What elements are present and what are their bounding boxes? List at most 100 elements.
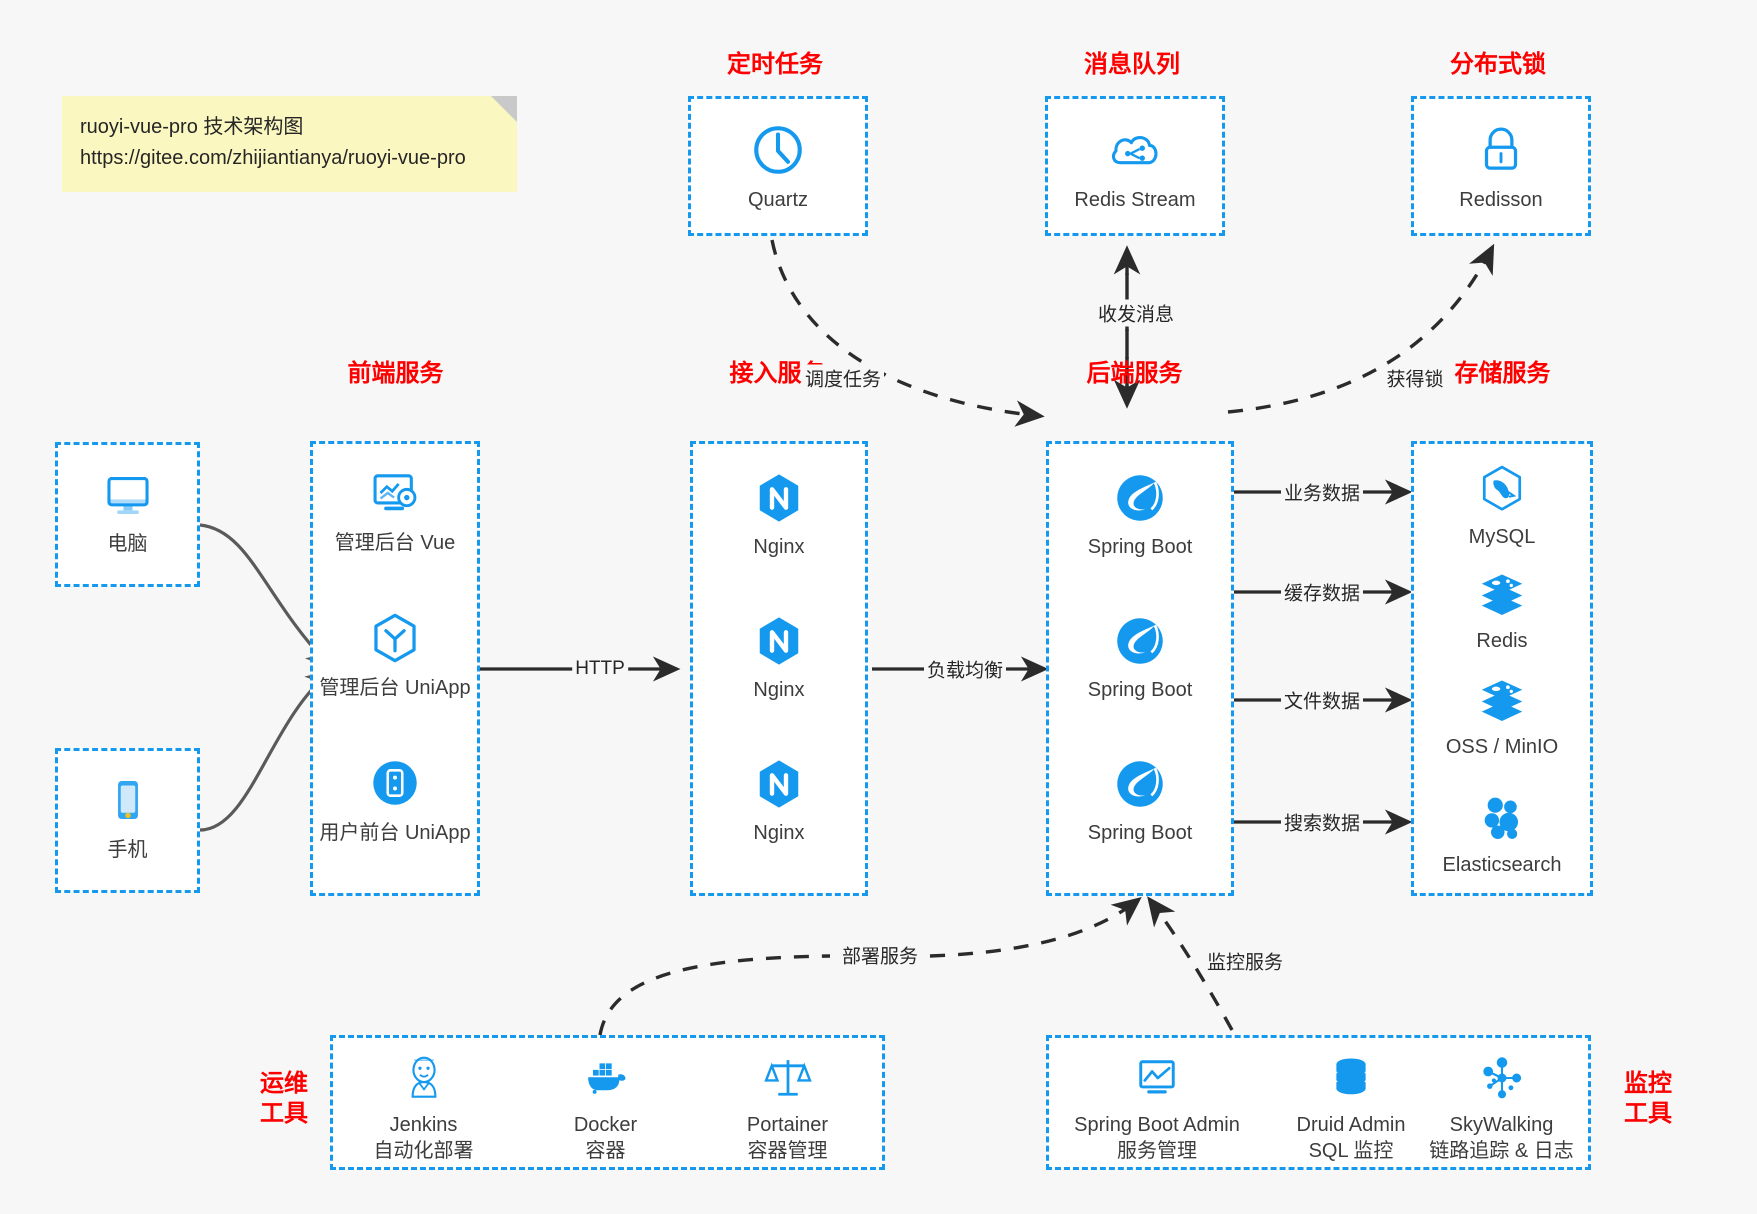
network-nodes-icon — [1482, 1057, 1521, 1099]
node-label-skywalking: SkyWalking — [1449, 1114, 1554, 1136]
node-label-docker: Docker — [573, 1114, 638, 1136]
uniapp-icon — [374, 613, 416, 663]
nginx-icon — [759, 760, 799, 808]
edge-label-schedule-task: 调度任务 — [801, 364, 885, 392]
node-phone[interactable]: 手机 — [58, 771, 197, 863]
node-spring-boot-2[interactable]: Spring Boot — [1049, 613, 1231, 703]
group-title-devops: 运维 工具 — [244, 1069, 324, 1129]
group-title-frontend: 前端服务 — [347, 360, 444, 387]
jenkins-icon — [411, 1056, 436, 1098]
node-redisson[interactable]: Redisson — [1414, 121, 1588, 213]
node-oss-minio[interactable]: OSS / MinIO — [1414, 672, 1590, 760]
node-redis-stream[interactable]: Redis Stream — [1048, 121, 1222, 213]
node-label-oss-minio: OSS / MinIO — [1445, 736, 1559, 758]
node-redis[interactable]: Redis — [1414, 566, 1590, 654]
node-label-admin-uniapp: 管理后台 UniApp — [319, 677, 471, 699]
group-box-devops: Jenkins 自动化部署 Docker 容器 — [330, 1035, 885, 1170]
node-mysql[interactable]: MySQL — [1414, 462, 1590, 550]
node-admin-uniapp[interactable]: 管理后台 UniApp — [313, 609, 477, 701]
node-admin-vue[interactable]: 管理后台 Vue — [313, 464, 477, 556]
node-elasticsearch[interactable]: Elasticsearch — [1414, 790, 1590, 878]
node-label-nginx-1: Nginx — [753, 536, 805, 558]
elasticsearch-icon — [1484, 797, 1519, 839]
node-label-nginx-2: Nginx — [753, 679, 805, 701]
cloud-stream-icon — [1111, 136, 1158, 165]
group-title-devops-line1: 运维 — [260, 1070, 308, 1097]
node-label-user-uniapp: 用户前台 UniApp — [319, 822, 471, 844]
node-spring-boot-admin[interactable]: Spring Boot Admin 服务管理 — [1057, 1052, 1257, 1164]
node-label-admin-vue: 管理后台 Vue — [334, 532, 456, 554]
note-fold-corner — [491, 96, 517, 122]
node-label-spring-boot-3: Spring Boot — [1087, 822, 1193, 844]
note-url: https://gitee.com/zhijiantianya/ruoyi-vu… — [80, 147, 466, 169]
group-title-scheduler: 定时任务 — [727, 51, 823, 78]
edge-label-cache-data: 缓存数据 — [1280, 578, 1364, 606]
node-jenkins[interactable]: Jenkins 自动化部署 — [341, 1052, 506, 1164]
edge-label-monitor-service: 监控服务 — [1203, 947, 1287, 975]
node-sub-skywalking: 链路追踪 & 日志 — [1429, 1140, 1574, 1162]
node-label-spring-boot-admin: Spring Boot Admin — [1074, 1114, 1240, 1136]
node-nginx-3[interactable]: Nginx — [693, 756, 865, 846]
node-sub-portainer: 容器管理 — [747, 1140, 828, 1162]
node-label-redis: Redis — [1476, 630, 1528, 652]
node-sub-druid-admin: SQL 监控 — [1308, 1140, 1394, 1162]
group-box-monitor: Spring Boot Admin 服务管理 Druid Admin SQL 监… — [1046, 1035, 1591, 1170]
edge-label-search-data: 搜索数据 — [1280, 808, 1364, 836]
node-label-spring-boot-2: Spring Boot — [1087, 679, 1193, 701]
spring-boot-icon — [1117, 761, 1163, 807]
node-quartz[interactable]: Quartz — [691, 121, 865, 213]
node-nginx-2[interactable]: Nginx — [693, 613, 865, 703]
group-title-mq: 消息队列 — [1084, 51, 1180, 78]
node-label-phone: 手机 — [107, 839, 148, 861]
group-title-monitor: 监控 工具 — [1608, 1069, 1688, 1129]
desktop-icon — [106, 477, 149, 514]
node-docker[interactable]: Docker 容器 — [523, 1052, 688, 1164]
edge-label-business-data: 业务数据 — [1280, 478, 1364, 506]
node-sub-docker: 容器 — [585, 1140, 626, 1162]
node-skywalking[interactable]: SkyWalking 链路追踪 & 日志 — [1419, 1052, 1584, 1164]
group-title-backend: 后端服务 — [1086, 360, 1183, 387]
redis-icon — [1481, 574, 1523, 615]
group-title-devops-line2: 工具 — [260, 1100, 308, 1127]
node-sub-jenkins: 自动化部署 — [373, 1140, 474, 1162]
group-title-storage: 存储服务 — [1454, 360, 1551, 387]
edge-label-load-balance: 负载均衡 — [923, 655, 1007, 683]
group-box-mq: Redis Stream — [1045, 96, 1225, 236]
node-label-elasticsearch: Elasticsearch — [1442, 854, 1562, 876]
node-label-quartz: Quartz — [747, 189, 809, 211]
dashboard-icon — [373, 474, 417, 511]
scales-icon — [763, 1060, 812, 1096]
node-label-spring-boot-1: Spring Boot — [1087, 536, 1193, 558]
edge-label-deploy-service: 部署服务 — [838, 941, 922, 969]
group-box-gateway: Nginx Nginx Nginx — [690, 441, 868, 896]
group-title-monitor-line1: 监控 — [1624, 1070, 1672, 1097]
node-pc[interactable]: 电脑 — [58, 465, 197, 557]
group-box-phone: 手机 — [55, 748, 200, 893]
clock-icon — [754, 126, 802, 174]
group-box-storage: MySQL Redis OSS / MinIO — [1411, 441, 1593, 896]
node-label-pc: 电脑 — [107, 533, 148, 555]
edge-label-http: HTTP — [572, 658, 628, 680]
group-box-scheduler: Quartz — [688, 96, 868, 236]
object-storage-icon — [1481, 680, 1523, 721]
node-spring-boot-1[interactable]: Spring Boot — [1049, 470, 1231, 560]
group-title-lock: 分布式锁 — [1450, 51, 1546, 78]
node-user-uniapp[interactable]: 用户前台 UniApp — [313, 754, 477, 846]
node-label-jenkins: Jenkins — [389, 1114, 458, 1136]
nginx-icon — [759, 617, 799, 665]
diagram-note: ruoyi-vue-pro 技术架构图 https://gitee.com/zh… — [62, 96, 517, 192]
node-label-mysql: MySQL — [1468, 526, 1536, 548]
group-box-frontend: 管理后台 Vue 管理后台 UniApp 用户前台 UniApp — [310, 441, 480, 896]
node-druid-admin[interactable]: Druid Admin SQL 监控 — [1271, 1052, 1431, 1164]
edge-label-send-receive-message: 收发消息 — [1094, 299, 1178, 327]
node-label-nginx-3: Nginx — [753, 822, 805, 844]
node-portainer[interactable]: Portainer 容器管理 — [705, 1052, 870, 1164]
spring-boot-icon — [1117, 618, 1163, 664]
smartphone-icon — [117, 780, 138, 820]
node-spring-boot-3[interactable]: Spring Boot — [1049, 756, 1231, 846]
edge-label-file-data: 文件数据 — [1280, 686, 1364, 714]
nginx-icon — [759, 474, 799, 522]
database-icon — [1336, 1058, 1366, 1095]
node-nginx-1[interactable]: Nginx — [693, 470, 865, 560]
